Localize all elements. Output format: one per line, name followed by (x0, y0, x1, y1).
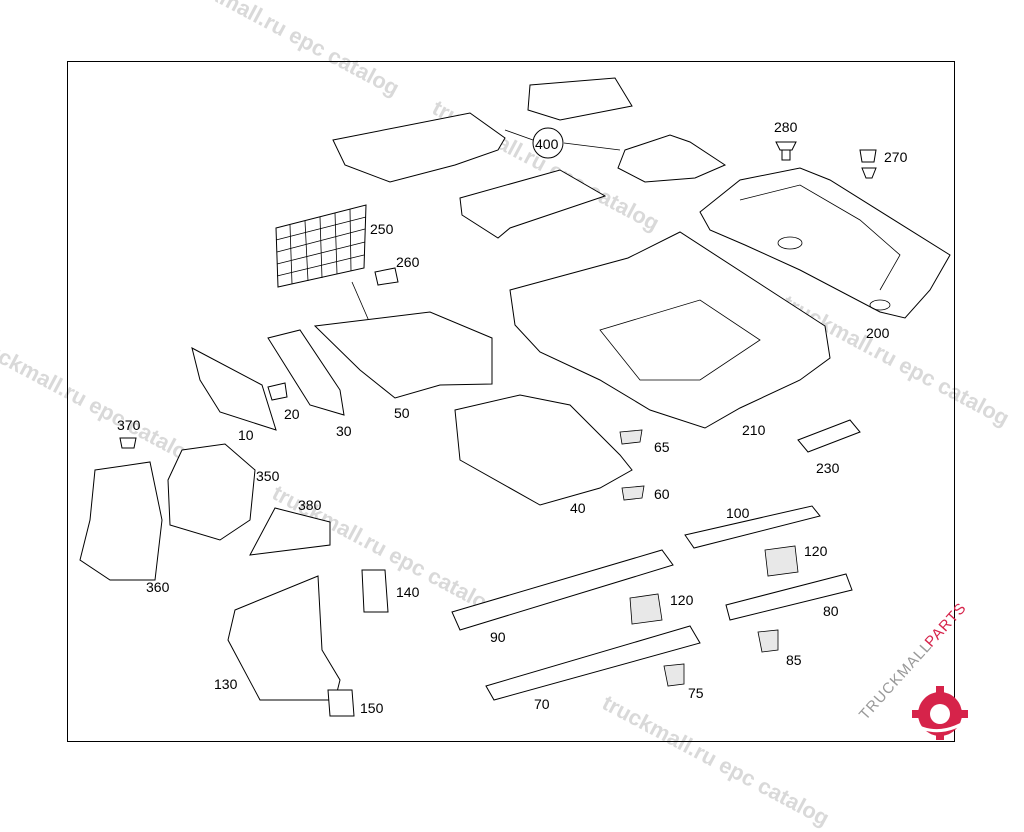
fasteners (629, 545, 799, 687)
callout-75: 75 (688, 685, 704, 701)
callout-60: 60 (654, 486, 670, 502)
callout-350: 350 (256, 468, 280, 484)
callout-50: 50 (394, 405, 410, 421)
callout-210: 210 (742, 422, 766, 438)
callout-260: 260 (396, 254, 420, 270)
callout-90: 90 (490, 629, 506, 645)
callout-250: 250 (370, 221, 394, 237)
callout-380: 380 (298, 497, 322, 513)
seat-parts (79, 437, 331, 581)
callout-150: 150 (360, 700, 384, 716)
callout-85: 85 (786, 652, 802, 668)
front-floor-section (454, 394, 645, 506)
main-floor-covering (509, 231, 831, 429)
callout-100: 100 (726, 505, 750, 521)
diagram-frame (67, 61, 955, 742)
callout-80: 80 (823, 603, 839, 619)
callout-360: 360 (146, 579, 170, 595)
callout-70: 70 (534, 696, 550, 712)
exploded-view-drawing (79, 77, 951, 717)
callout-370: 370 (117, 417, 141, 433)
callout-120: 120 (670, 592, 694, 608)
floor-mats (332, 77, 727, 239)
truckmall-parts-logo: TRUCKMALL PARTS (856, 599, 970, 723)
callout-400: 400 (535, 136, 559, 152)
callout-270: 270 (884, 149, 908, 165)
lower-trim-parts (227, 569, 389, 717)
callout-230: 230 (816, 460, 840, 476)
side-trim-parts (191, 311, 493, 431)
cargo-net (275, 204, 399, 329)
cable-strap (797, 419, 861, 453)
callout-130: 130 (214, 676, 238, 692)
callout-40: 40 (570, 500, 586, 516)
callout-10: 10 (238, 427, 254, 443)
clips-top (775, 141, 877, 179)
callout-30: 30 (336, 423, 352, 439)
rear-floor-covering (699, 167, 951, 319)
callout-65: 65 (654, 439, 670, 455)
callout-120: 120 (804, 543, 828, 559)
callout-140: 140 (396, 584, 420, 600)
sill-plates (451, 505, 853, 701)
callout-20: 20 (284, 406, 300, 422)
truckmall-gear-logo-icon (909, 686, 975, 740)
callout-200: 200 (866, 325, 890, 341)
callout-280: 280 (774, 119, 798, 135)
